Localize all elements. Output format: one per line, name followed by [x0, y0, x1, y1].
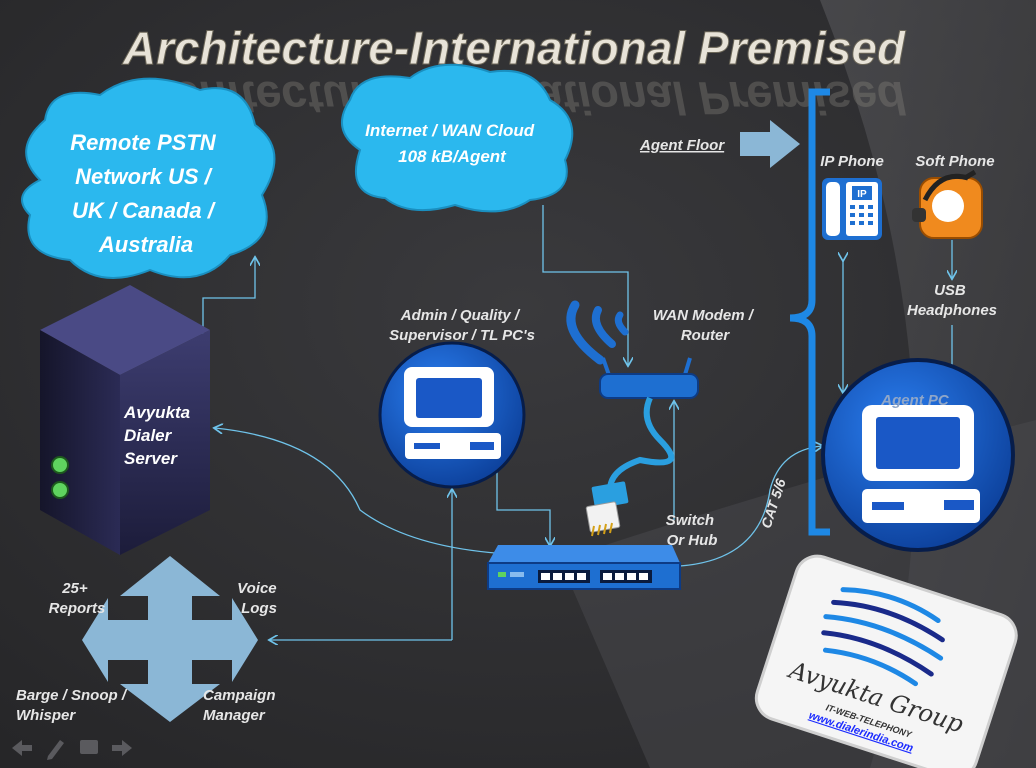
ip-phone-icon: IP	[822, 178, 882, 240]
svg-text:Barge / Snoop / Whisper: Barge / Snoop / Whisper	[16, 687, 130, 724]
agent-pc-label: Agent PC	[880, 392, 950, 409]
agent-floor-arrow	[740, 120, 800, 168]
svg-text:WAN Modem / Router: WAN Modem / Router	[653, 307, 757, 344]
server-led-1	[51, 456, 69, 474]
svg-text:IP: IP	[857, 189, 867, 200]
four-way-arrow-icon	[82, 556, 258, 722]
svg-text:Avyukta Dialer Ser: Avyukta Dialer Server	[123, 403, 195, 468]
server-label-1: Avyukta	[123, 403, 190, 422]
reports-label-2: Reports	[49, 600, 106, 617]
connection-lines	[202, 205, 952, 640]
voice-logs-label-1: Voice	[237, 580, 276, 597]
slides-icon[interactable]	[80, 740, 98, 754]
server-led-2	[51, 481, 69, 499]
ethernet-cable-icon	[585, 396, 675, 537]
ip-phone-label: IP Phone	[820, 153, 884, 170]
svg-text:USB Headphones: USB Headphones	[907, 282, 997, 319]
campaign-label-2: Manager	[203, 707, 266, 724]
svg-text:Campaign Manager: Campaign Manager	[203, 687, 280, 724]
switch-icon	[487, 545, 681, 590]
switch-label-2: Or Hub	[667, 532, 718, 549]
pstn-cloud: Remote PSTN Network US / UK / Canada / A…	[21, 77, 276, 279]
server-label-3: Server	[124, 449, 178, 468]
internet-line-1: Internet / WAN Cloud	[365, 121, 535, 140]
svg-text:25+ Reports: 25+ Reports	[49, 580, 106, 617]
router-icon	[566, 300, 699, 399]
reports-label-1: 25+	[61, 580, 88, 597]
switch-label-1: Switch	[666, 512, 714, 529]
company-logo: Avyukta Group IT-WEB-TELEPHONY	[754, 554, 1018, 768]
svg-text:Voice Logs: Voice Logs	[237, 580, 281, 617]
admin-pc-icon	[378, 341, 526, 489]
svg-text:Admin / Quality / Supervis: Admin / Quality / Supervisor / TL PC's	[389, 307, 535, 344]
pstn-line-1: Remote PSTN	[70, 130, 217, 155]
internet-line-2: 108 kB/Agent	[398, 147, 507, 166]
svg-text:Internet / WAN Cloud 108: Internet / WAN Cloud 108 kB/Agent	[365, 121, 539, 166]
pen-icon[interactable]	[47, 740, 64, 760]
svg-text:Switch Or Hub: Switch Or Hub	[666, 512, 719, 549]
campaign-label-1: Campaign	[203, 687, 276, 704]
admin-label-2: Supervisor / TL PC's	[389, 327, 535, 344]
pstn-line-4: Australia	[98, 232, 193, 257]
svg-text:Remote PSTN Network US /: Remote PSTN Network US / UK / Canada / A…	[70, 130, 222, 257]
forward-arrow-icon[interactable]	[112, 740, 132, 756]
title: Architecture-International Premised	[122, 22, 906, 74]
agent-pc-icon	[821, 358, 1015, 552]
server-label-2: Dialer	[124, 426, 173, 445]
barge-label-2: Whisper	[16, 707, 76, 724]
router-label-2: Router	[681, 327, 730, 344]
barge-label-1: Barge / Snoop /	[16, 687, 128, 704]
usb-label-1: USB	[934, 282, 966, 299]
agent-floor-label: Agent Floor	[639, 137, 725, 154]
internet-cloud: Internet / WAN Cloud 108 kB/Agent	[341, 63, 574, 213]
soft-phone-icon	[912, 169, 983, 239]
soft-phone-label: Soft Phone	[915, 153, 994, 170]
router-label-1: WAN Modem /	[653, 307, 755, 324]
admin-label-1: Admin / Quality /	[400, 307, 521, 324]
agent-floor-brace	[789, 88, 830, 536]
pstn-line-3: UK / Canada /	[72, 198, 217, 223]
back-arrow-icon[interactable]	[12, 740, 32, 756]
slide-nav	[12, 740, 132, 760]
usb-label-2: Headphones	[907, 302, 997, 319]
voice-logs-label-2: Logs	[241, 600, 277, 617]
dialer-server: Avyukta Dialer Server	[40, 285, 210, 555]
pstn-line-2: Network US /	[75, 164, 214, 189]
